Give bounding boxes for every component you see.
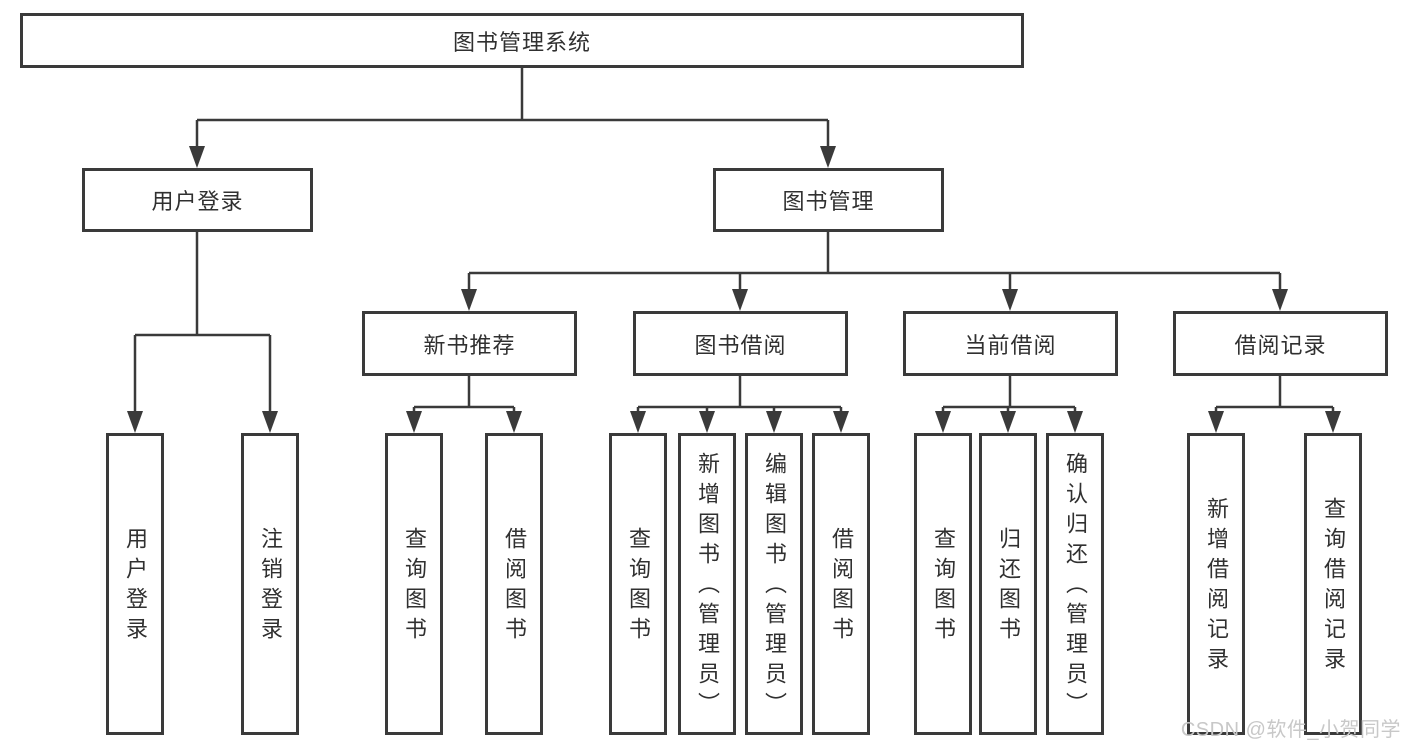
arrow-icon [506, 411, 522, 433]
node-book-borrow: 图书借阅 [633, 311, 848, 376]
connector-book-management-to-level3 [467, 232, 1282, 292]
arrow-icon [1272, 289, 1288, 311]
arrow-icon [833, 411, 849, 433]
leaf-query-borrow-record-label: 查询借阅记录 [1321, 497, 1346, 677]
node-current-borrow-label: 当前借阅 [964, 332, 1057, 358]
node-new-book-recommend: 新书推荐 [362, 311, 577, 376]
arrow-icon [1325, 411, 1341, 433]
arrow-icon [406, 411, 422, 433]
leaf-query-books-borrow-label: 查询图书 [626, 527, 651, 647]
arrow-icon [127, 411, 143, 433]
node-root: 图书管理系统 [20, 13, 1024, 68]
leaf-add-book-admin-label: 新增图书（管理员） [695, 452, 720, 722]
leaf-borrow-books-label: 借阅图书 [829, 527, 854, 647]
leaf-query-books-borrow: 查询图书 [609, 433, 667, 735]
leaf-query-borrow-record: 查询借阅记录 [1304, 433, 1362, 735]
arrow-icon [1208, 411, 1224, 433]
connector-book-borrow-to-leaves [636, 376, 843, 414]
connector-root-to-level2 [195, 68, 830, 150]
leaf-logout-label: 注销登录 [258, 527, 283, 647]
arrow-icon [1000, 411, 1016, 433]
connector-user-login-to-leaves [133, 232, 272, 414]
arrow-icon [262, 411, 278, 433]
arrow-icon [1002, 289, 1018, 311]
connector-borrow-records-to-leaves [1214, 376, 1335, 414]
node-root-label: 图书管理系统 [452, 29, 591, 55]
node-borrow-records: 借阅记录 [1173, 311, 1388, 376]
leaf-return-book: 归还图书 [979, 433, 1037, 735]
leaf-query-books-recommend: 查询图书 [385, 433, 443, 735]
node-user-login-label: 用户登录 [151, 189, 244, 214]
connector-current-borrow-to-leaves [941, 376, 1077, 414]
arrow-icon [766, 411, 782, 433]
leaf-add-book-admin: 新增图书（管理员） [678, 433, 736, 735]
node-new-book-recommend-label: 新书推荐 [423, 332, 516, 358]
leaf-confirm-return-admin: 确认归还（管理员） [1046, 433, 1104, 735]
arrow-icon [820, 146, 836, 168]
arrow-icon [630, 411, 646, 433]
leaf-borrow-books-recommend-label: 借阅图书 [502, 527, 527, 647]
leaf-borrow-books-recommend: 借阅图书 [485, 433, 543, 735]
node-user-login: 用户登录 [82, 168, 313, 232]
arrow-icon [1067, 411, 1083, 433]
leaf-confirm-return-admin-label: 确认归还（管理员） [1063, 452, 1088, 722]
connector-new-book-recommend-to-leaves [412, 376, 516, 414]
leaf-query-books-current: 查询图书 [914, 433, 972, 735]
leaf-query-books-current-label: 查询图书 [931, 527, 956, 647]
arrow-icon [732, 289, 748, 311]
leaf-query-books-recommend-label: 查询图书 [402, 527, 427, 647]
node-book-management: 图书管理 [713, 168, 944, 232]
leaf-edit-book-admin-label: 编辑图书（管理员） [762, 452, 787, 722]
watermark: CSDN @软件_小贺同学 [1180, 719, 1401, 741]
leaf-add-borrow-record: 新增借阅记录 [1187, 433, 1245, 735]
arrow-icon [461, 289, 477, 311]
node-book-borrow-label: 图书借阅 [694, 332, 787, 358]
leaf-borrow-books: 借阅图书 [812, 433, 870, 735]
leaf-logout: 注销登录 [241, 433, 299, 735]
leaf-return-book-label: 归还图书 [996, 527, 1021, 647]
leaf-edit-book-admin: 编辑图书（管理员） [745, 433, 803, 735]
node-book-management-label: 图书管理 [782, 189, 875, 214]
node-borrow-records-label: 借阅记录 [1234, 332, 1327, 358]
leaf-add-borrow-record-label: 新增借阅记录 [1204, 497, 1229, 677]
arrow-icon [189, 146, 205, 168]
leaf-user-login-label: 用户登录 [123, 527, 148, 647]
node-current-borrow: 当前借阅 [903, 311, 1118, 376]
arrow-icon [935, 411, 951, 433]
leaf-user-login: 用户登录 [106, 433, 164, 735]
arrow-icon [699, 411, 715, 433]
